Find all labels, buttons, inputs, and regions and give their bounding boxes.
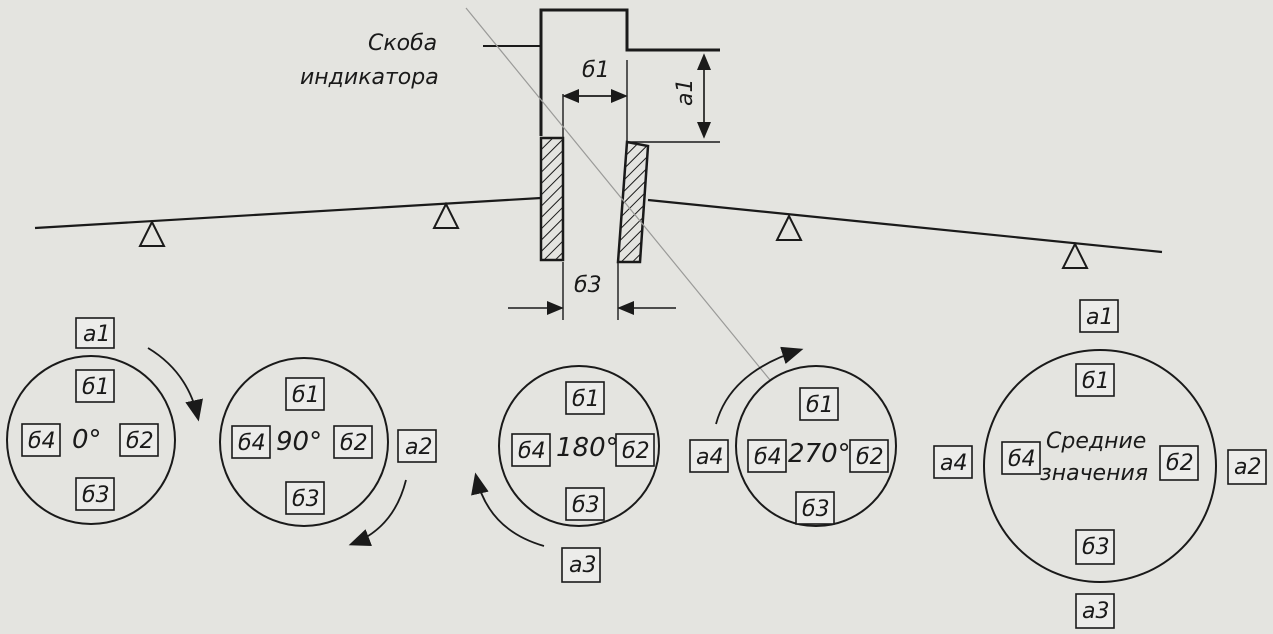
gauge-right: б2: [856, 445, 884, 470]
dimension-b1: б1: [562, 58, 628, 142]
rotation-angle: 270°: [788, 439, 851, 469]
gauge-bottom: б3: [82, 483, 110, 508]
gauge-left: б4: [754, 445, 782, 470]
beam: [34, 196, 1163, 269]
indicator-bracket: [483, 8, 720, 264]
average-title-line1: Средние: [1046, 429, 1146, 454]
scale-title-line1: Скоба: [368, 31, 437, 56]
outer-label-a4: а4: [696, 445, 723, 470]
gauge-left: б4: [1008, 447, 1036, 472]
dim-b1-label: б1: [582, 58, 610, 83]
average-title-line2: значения: [1040, 461, 1148, 486]
gauge-right: б2: [622, 439, 650, 464]
gauge-top: б1: [292, 383, 320, 408]
support-triangle: [432, 201, 460, 229]
outer-label-a3: а3: [569, 553, 596, 578]
rotation-circle-270: а4 б1 б4 б2 б3 270°: [689, 365, 897, 527]
support-triangle: [775, 213, 803, 241]
left-jaw: [539, 136, 565, 262]
gauge-left: б4: [518, 439, 546, 464]
gauge-left: б4: [28, 429, 56, 454]
gauge-top: б1: [806, 393, 834, 418]
outer-label-a3: а3: [1082, 599, 1109, 624]
gauge-right: б2: [1166, 451, 1194, 476]
gauge-top: б1: [82, 375, 110, 400]
gauge-bottom: б3: [1082, 535, 1110, 560]
outer-label-a1: а1: [1086, 305, 1113, 330]
scale-title-line2: индикатора: [300, 65, 439, 90]
dimension-a1: а1: [673, 53, 711, 139]
gauge-top: б1: [1082, 369, 1110, 394]
gauge-right: б2: [126, 429, 154, 454]
dim-a1-label: а1: [673, 79, 698, 106]
support-triangle: [1061, 241, 1089, 269]
gauge-bottom: б3: [292, 487, 320, 512]
rotation-circle-180: б1 б4 б2 б3 180° а3: [498, 365, 660, 583]
rotation-circle-0: а1 б1 б4 б2 б3 0°: [6, 317, 176, 525]
gauge-left: б4: [238, 431, 266, 456]
gauge-bottom: б3: [802, 497, 830, 522]
outer-label-a1: а1: [83, 322, 110, 347]
gauge-top: б1: [572, 387, 600, 412]
gauge-right: б2: [340, 431, 368, 456]
right-jaw: [616, 140, 650, 264]
outer-label-a4: а4: [940, 451, 967, 476]
rotation-angle: 90°: [276, 427, 322, 457]
dimension-b3: б3: [508, 262, 676, 320]
gauge-bottom: б3: [572, 493, 600, 518]
dim-b3-label: б3: [574, 273, 602, 298]
outer-label-a2: а2: [405, 435, 432, 460]
support-triangle: [138, 219, 166, 247]
rotation-angle: 0°: [72, 425, 102, 455]
average-values-circle: а1 б1 б4 б2 б3 Средние значения а4 а2 а3: [933, 299, 1267, 629]
rotation-angle: 180°: [556, 433, 619, 463]
outer-label-a2: а2: [1234, 455, 1261, 480]
rotation-circle-90: б1 б4 б2 б3 90° а2: [219, 357, 437, 527]
